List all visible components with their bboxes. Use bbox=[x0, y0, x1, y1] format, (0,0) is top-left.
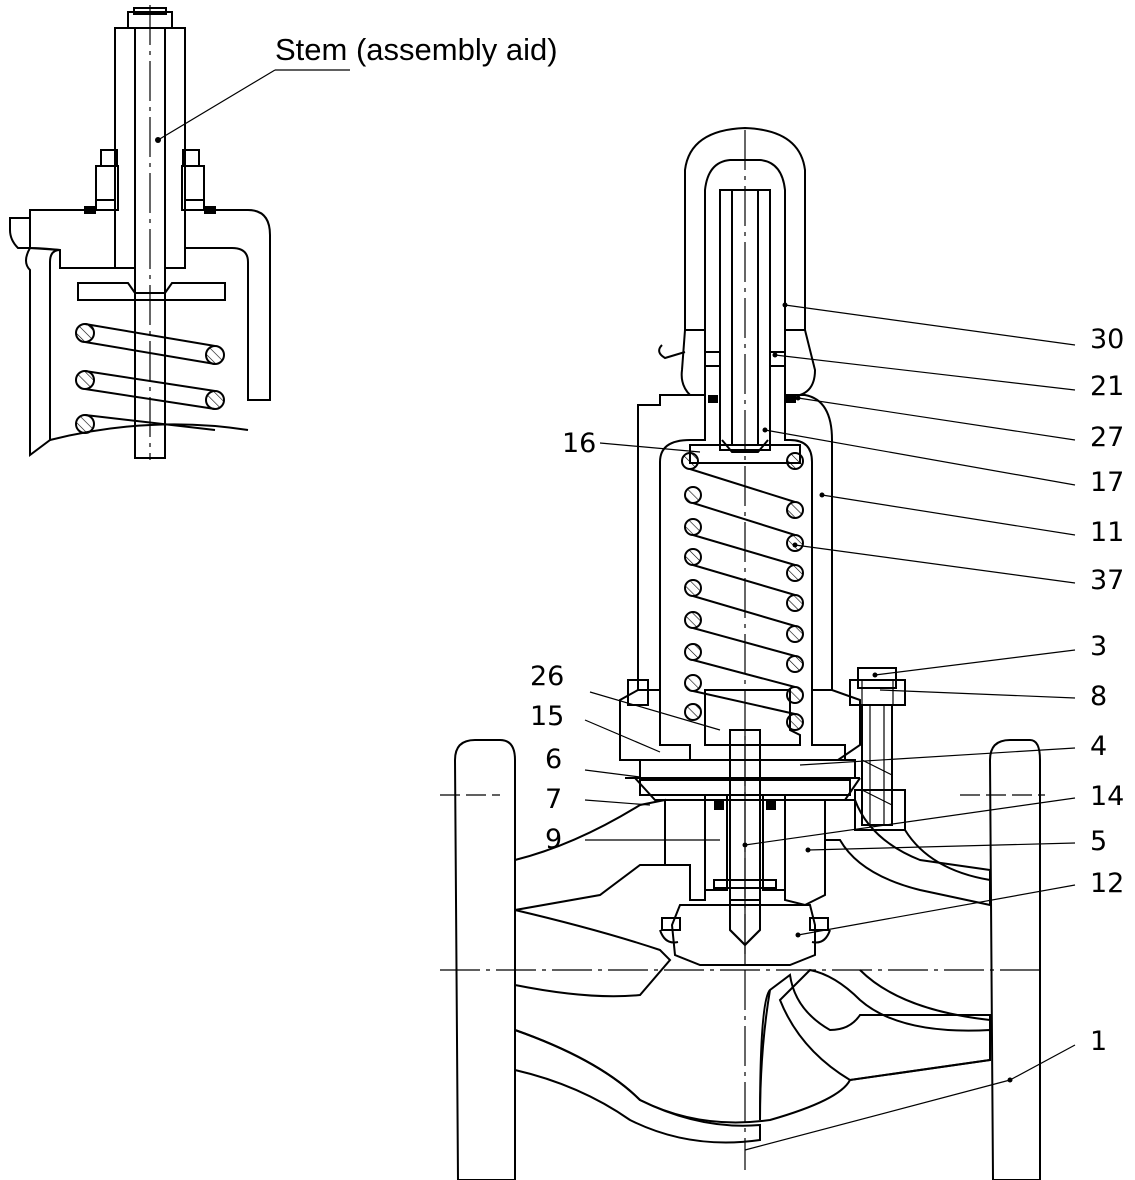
label-9: 9 bbox=[545, 824, 562, 855]
label-15: 15 bbox=[530, 701, 564, 732]
label-4: 4 bbox=[1090, 731, 1107, 762]
leader-lines-left bbox=[584, 442, 721, 841]
stem-assembly-aid-label: Stem (assembly aid) bbox=[275, 32, 558, 67]
label-6: 6 bbox=[545, 744, 562, 775]
label-5: 5 bbox=[1090, 826, 1107, 857]
label-8: 8 bbox=[1090, 681, 1107, 712]
label-30: 30 bbox=[1090, 324, 1124, 355]
leader-lines-right bbox=[744, 304, 1076, 1151]
label-3: 3 bbox=[1090, 631, 1107, 662]
label-21: 21 bbox=[1090, 371, 1124, 402]
label-12: 12 bbox=[1090, 868, 1124, 899]
label-11: 11 bbox=[1090, 517, 1124, 548]
leader-dots-right bbox=[742, 302, 1013, 1083]
label-7: 7 bbox=[545, 784, 562, 815]
label-16: 16 bbox=[562, 428, 596, 459]
label-27: 27 bbox=[1090, 422, 1124, 453]
label-1: 1 bbox=[1090, 1026, 1107, 1057]
main-valve-drawing bbox=[440, 126, 1045, 1180]
label-37: 37 bbox=[1090, 565, 1124, 596]
label-14: 14 bbox=[1090, 781, 1124, 812]
labels-left: 16 26 15 6 7 9 bbox=[530, 428, 596, 855]
label-26: 26 bbox=[530, 661, 564, 692]
labels-right: 30 21 27 17 11 37 3 8 4 14 5 12 1 bbox=[1090, 324, 1124, 1057]
label-17: 17 bbox=[1090, 467, 1124, 498]
inset-assembly-aid-drawing bbox=[9, 5, 350, 460]
